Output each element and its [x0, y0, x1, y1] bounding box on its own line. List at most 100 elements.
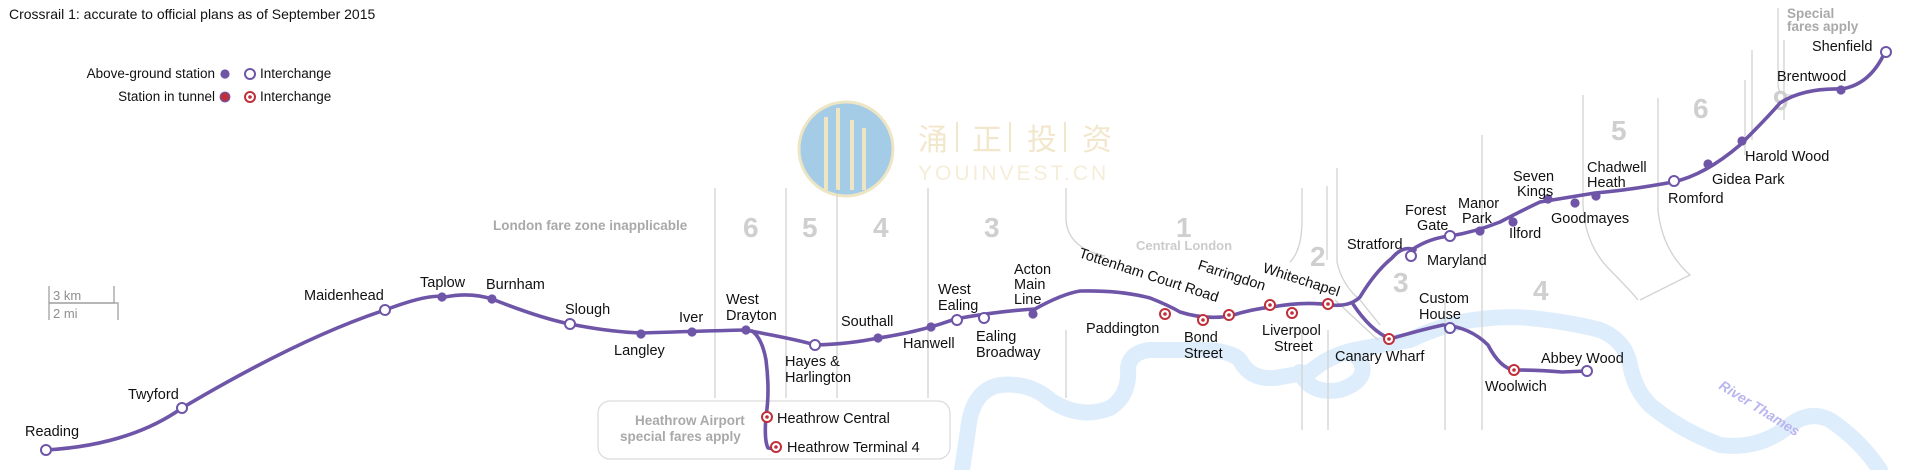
scale-mi: 2 mi [53, 306, 78, 321]
scale-km: 3 km [53, 288, 81, 303]
legend-tunnel-interchange-label: Interchange [260, 89, 331, 104]
zone-5-east: 5 [1611, 115, 1627, 146]
station-harold-wood-dot [1737, 136, 1747, 146]
station-southall: Southall [841, 314, 893, 330]
legend-interchange-label: Interchange [260, 66, 331, 81]
station-iver-dot [687, 327, 697, 337]
station-ilford-dot [1543, 194, 1553, 204]
station-canary-wharf: Canary Wharf [1335, 349, 1425, 365]
station-stratford-ring [1405, 250, 1417, 262]
station-burnham-dot [487, 294, 497, 304]
river-label: River Thames [1716, 377, 1803, 439]
station-chadwell-heath-dot [1591, 191, 1601, 201]
watermark-char-1: 涌 [918, 124, 948, 157]
route-lines [44, 50, 1887, 452]
station-langley: Langley [614, 343, 666, 359]
station-southall-dot [873, 333, 883, 343]
station-burnham: Burnham [486, 277, 545, 293]
river-thames: River Thames [954, 309, 1888, 470]
fare-zones: London fare zone inapplicable 6 5 4 3 1 … [493, 6, 1859, 306]
station-stratford: Stratford [1347, 237, 1403, 253]
station-hayes-ring [809, 339, 821, 351]
heathrow-note-line1: Heathrow Airport [635, 413, 745, 428]
station-abbey-wood: Abbey Wood [1541, 351, 1624, 367]
zone-1: 1 [1176, 212, 1192, 243]
station-goodmayes: Goodmayes [1551, 211, 1629, 227]
station-whitechapel: Whitechapel [1261, 261, 1342, 301]
station-maidenhead-ring [379, 304, 391, 316]
station-reading: Reading [25, 424, 79, 440]
zone-3-east: 3 [1393, 267, 1409, 298]
station-hanwell: Hanwell [903, 336, 955, 352]
station-maryland: Maryland [1427, 253, 1487, 269]
heathrow-note-line2: special fares apply [620, 429, 741, 444]
zone-5-west: 5 [802, 212, 818, 243]
station-reading-ring [40, 444, 52, 456]
heathrow-fares-box: Heathrow Airport special fares apply [597, 400, 951, 460]
legend: Above-ground station Interchange Station… [87, 66, 332, 104]
fare-zone-note: London fare zone inapplicable [493, 218, 688, 233]
station-langley-dot [636, 329, 646, 339]
station-forest-gate-dot [1475, 226, 1485, 236]
station-shenfield-ring [1880, 46, 1892, 58]
station-heathrow-central: Heathrow Central [777, 411, 890, 427]
legend-in-tunnel-dot [219, 91, 231, 103]
legend-in-tunnel-label: Station in tunnel [118, 89, 215, 104]
legend-above-ground-label: Above-ground station [87, 66, 215, 81]
station-slough: Slough [565, 302, 610, 318]
zone-6-west: 6 [743, 212, 759, 243]
station-maryland-ring [1444, 230, 1456, 242]
station-gidea-park: Gidea Park [1712, 172, 1785, 188]
station-custom-house-ring [1444, 322, 1456, 334]
station-brentwood: Brentwood [1777, 69, 1846, 85]
watermark-logo-icon [797, 100, 895, 198]
station-woolwich: Woolwich [1485, 379, 1547, 395]
station-west-drayton-dot [741, 325, 751, 335]
watermark-char-3: 投 [1027, 124, 1057, 157]
station-ealing-broadway-ring [978, 312, 990, 324]
station-shenfield: Shenfield [1812, 39, 1872, 55]
zone-4-west: 4 [873, 212, 889, 243]
watermark-latin: YOUINVEST.CN [918, 162, 1109, 185]
station-iver: Iver [679, 310, 703, 326]
station-taplow-dot [437, 292, 447, 302]
zone-3-west: 3 [984, 212, 1000, 243]
zone-4-east: 4 [1533, 275, 1549, 306]
special-fares-line2: fares apply [1787, 19, 1859, 34]
station-taplow: Taplow [420, 275, 466, 291]
route-heathrow-branch [750, 329, 777, 451]
station-hanwell-dot [926, 322, 936, 332]
station-gidea-park-dot [1703, 159, 1713, 169]
special-fares-line1: Special [1787, 6, 1834, 21]
zone-6-east: 6 [1693, 93, 1709, 124]
station-romford: Romford [1668, 191, 1724, 207]
map-title: Crossrail 1: accurate to official plans … [9, 6, 375, 22]
zone-boundaries [714, 8, 1800, 430]
watermark-char-4: 资 [1082, 124, 1112, 157]
zone-2: 2 [1310, 241, 1326, 272]
station-maidenhead: Maidenhead [304, 288, 384, 304]
station-heathrow-t4: Heathrow Terminal 4 [787, 440, 920, 456]
route-main-west [44, 246, 1417, 452]
station-slough-ring [564, 318, 576, 330]
station-harold-wood: Harold Wood [1745, 149, 1829, 165]
station-west-ealing-ring [951, 314, 963, 326]
station-brentwood-dot [1836, 85, 1846, 95]
station-acton-main-line-dot [1028, 309, 1038, 319]
station-hayes-harlington: Hayes &Harlington [785, 354, 851, 386]
watermark: 涌 正 投 资 YOUINVEST.CN [797, 100, 1112, 198]
watermark-char-2: 正 [972, 124, 1002, 157]
station-romford-ring [1668, 175, 1680, 187]
legend-interchange-ring [244, 68, 256, 80]
